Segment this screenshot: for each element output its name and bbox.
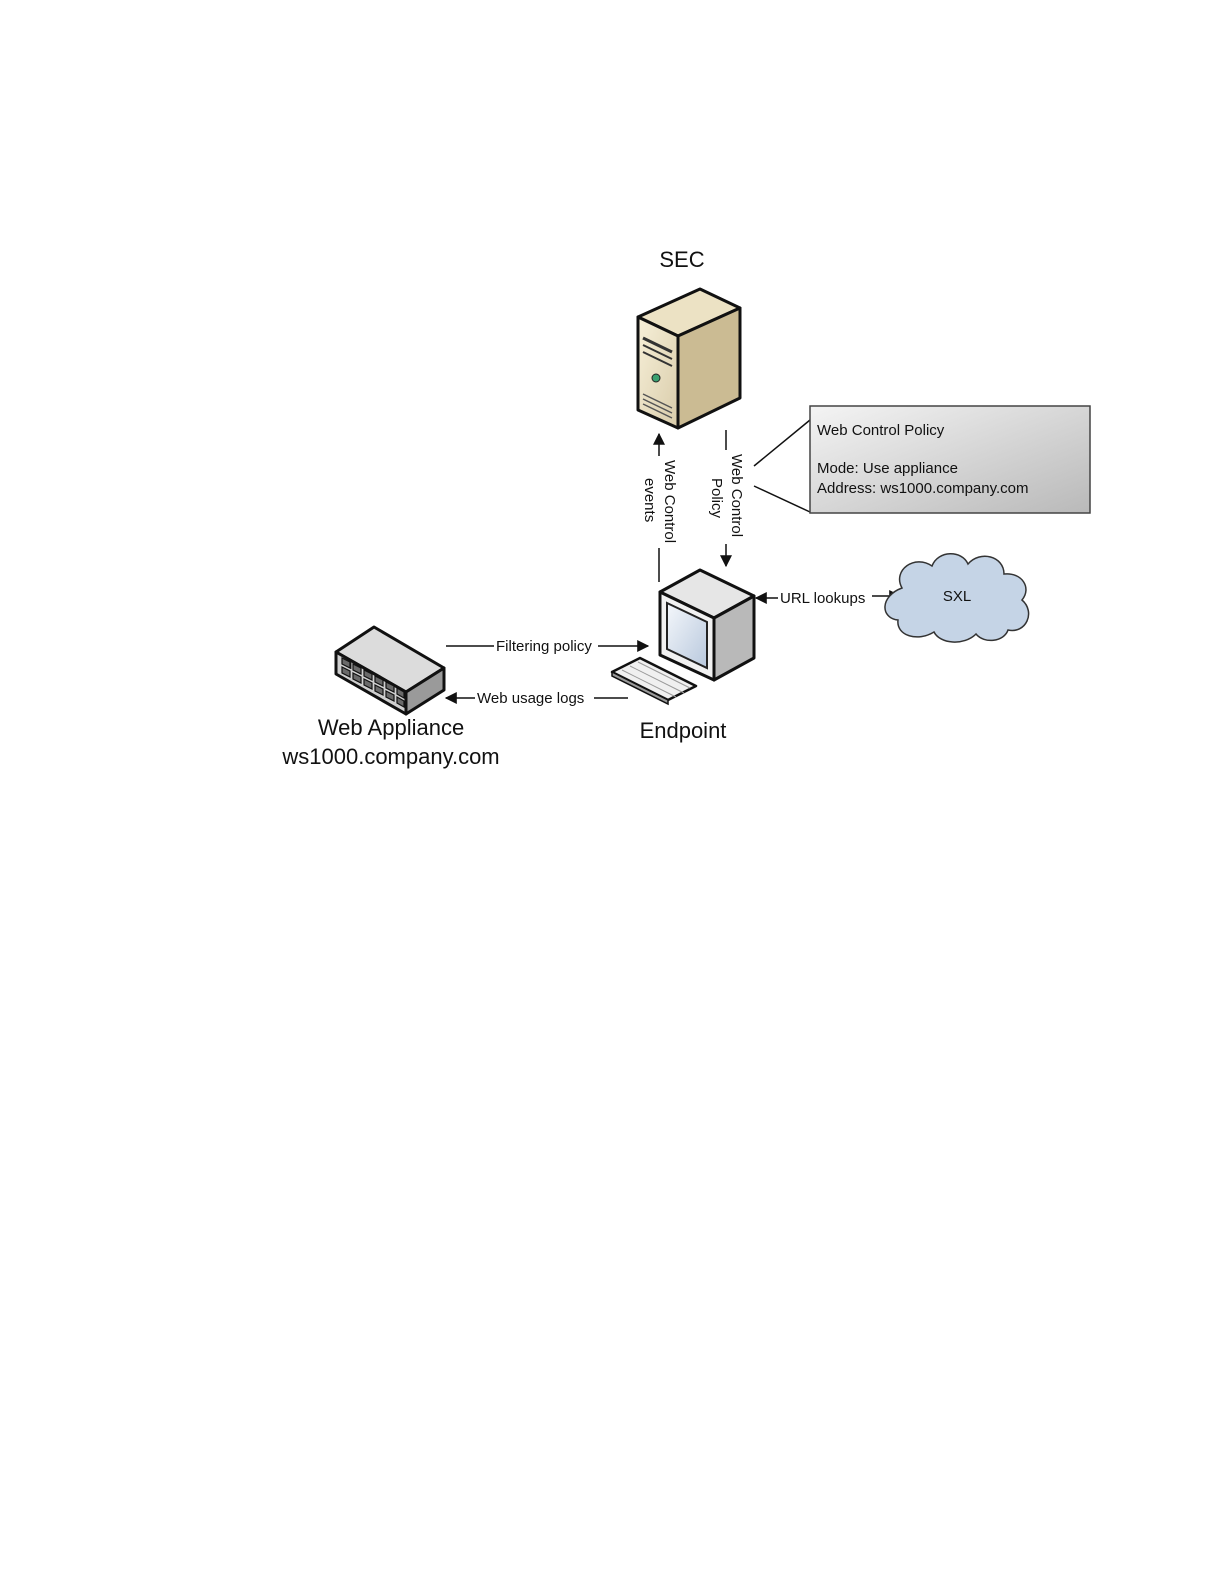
edge-web-usage-logs: Web usage logs (446, 690, 628, 707)
network-switch-icon (336, 627, 444, 714)
edge-web-control-events: Web Control events (641, 434, 678, 582)
endpoint-label: Endpoint (640, 718, 727, 743)
callout-mode: Mode: Use appliance (817, 460, 958, 477)
callout-address: Address: ws1000.company.com (817, 480, 1029, 497)
url-lookups-label: URL lookups (780, 590, 865, 607)
edge-web-control-policy: Web Control Policy (708, 430, 745, 566)
edge-filtering-policy: Filtering policy (446, 638, 648, 655)
web-control-policy-line1: Web Control (728, 454, 745, 537)
edge-url-lookups: URL lookups (756, 590, 900, 607)
web-control-events-line2: events (641, 478, 658, 522)
sec-label: SEC (659, 247, 704, 272)
web-control-policy-line2: Policy (708, 478, 725, 519)
callout-title: Web Control Policy (817, 422, 945, 439)
computer-icon (660, 570, 754, 680)
filtering-policy-label: Filtering policy (496, 638, 592, 655)
web-control-events-line1: Web Control (661, 460, 678, 543)
sxl-label: SXL (943, 588, 971, 605)
server-icon (638, 289, 740, 428)
web-appliance-label: Web Appliance (318, 715, 464, 740)
policy-callout: Web Control Policy Mode: Use appliance A… (754, 406, 1090, 513)
web-appliance-address: ws1000.company.com (281, 744, 499, 769)
web-usage-logs-label: Web usage logs (477, 690, 584, 707)
